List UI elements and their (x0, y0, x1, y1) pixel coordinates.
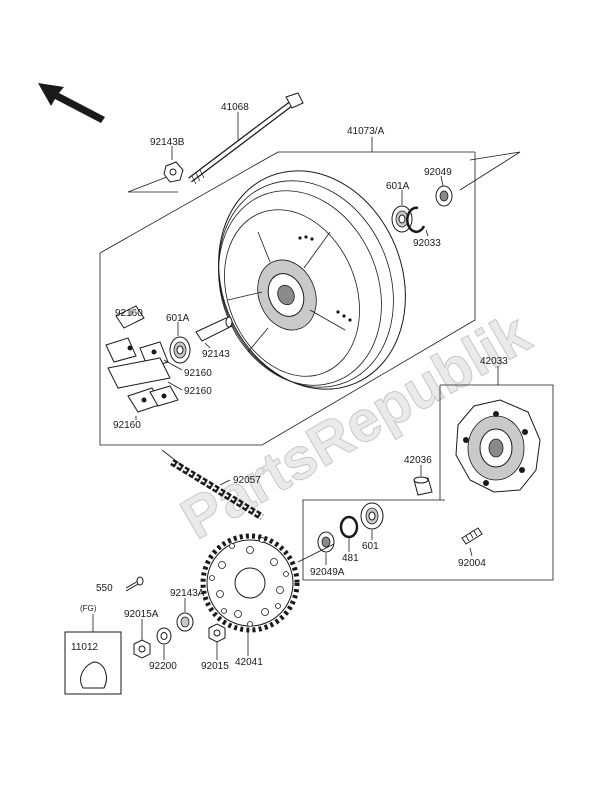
circlip-92033 (406, 206, 426, 233)
damper-92160 (105, 305, 179, 413)
spacer-92143 (195, 316, 233, 342)
grease-11012 (64, 631, 122, 695)
chain-92057 (161, 449, 264, 520)
nut-92143B (163, 161, 184, 183)
label-92049A: 92049A (310, 567, 345, 578)
label-92143A: 92143A (170, 588, 205, 599)
label-92160-mid-lower: 92160 (184, 386, 212, 397)
label-92057: 92057 (233, 475, 261, 486)
bearing-601A-right (391, 205, 413, 233)
label-92033: 92033 (413, 238, 441, 249)
collar-42036 (413, 476, 433, 496)
label-92143: 92143 (202, 349, 230, 360)
collar-92143A (176, 612, 194, 632)
bearing-601 (360, 502, 384, 530)
label-550: 550 (96, 583, 113, 594)
label-92015A: 92015A (124, 609, 159, 620)
sprocket-hub-42033 (455, 399, 541, 493)
stud-92004 (461, 527, 483, 545)
label-41073A: 41073/A (347, 126, 385, 137)
fg-marker: (FG) (80, 604, 97, 613)
label-481: 481 (342, 553, 359, 564)
washer-92200 (156, 627, 172, 645)
axle-41068 (188, 92, 304, 185)
label-11012: 11012 (71, 642, 99, 653)
label-92049: 92049 (424, 167, 452, 178)
label-601: 601 (362, 541, 379, 552)
ring-481 (339, 515, 359, 539)
label-42033: 42033 (480, 356, 508, 367)
hub-frame (302, 384, 554, 581)
cotter-pin-550 (125, 576, 144, 592)
front-direction-arrow-icon (38, 83, 105, 123)
part-labels: 41068 92143B 41073/A 92049 601A 92033 92… (71, 102, 508, 672)
label-92004: 92004 (458, 558, 486, 569)
seal-92049A (317, 531, 335, 553)
label-42041: 42041 (235, 657, 263, 668)
label-92160-bottom: 92160 (113, 420, 141, 431)
label-42036: 42036 (404, 455, 432, 466)
label-92200: 92200 (149, 661, 177, 672)
nut-92015 (208, 623, 226, 643)
label-92160-top: 92160 (115, 308, 143, 319)
label-41068: 41068 (221, 102, 249, 113)
wheel-rim-41073A (218, 170, 406, 390)
leader-lines (92, 112, 499, 660)
seal-92049 (435, 185, 453, 207)
label-92160-mid-upper: 92160 (184, 368, 212, 379)
bearing-601A-left (169, 336, 191, 364)
label-92015: 92015 (201, 661, 229, 672)
label-601A-left: 601A (166, 313, 190, 324)
wheel-assembly-frame (99, 151, 521, 446)
nut-92015A (133, 639, 151, 659)
label-601A-right: 601A (386, 181, 410, 192)
label-92143B: 92143B (150, 137, 185, 148)
rear-sprocket-42041 (200, 533, 300, 633)
